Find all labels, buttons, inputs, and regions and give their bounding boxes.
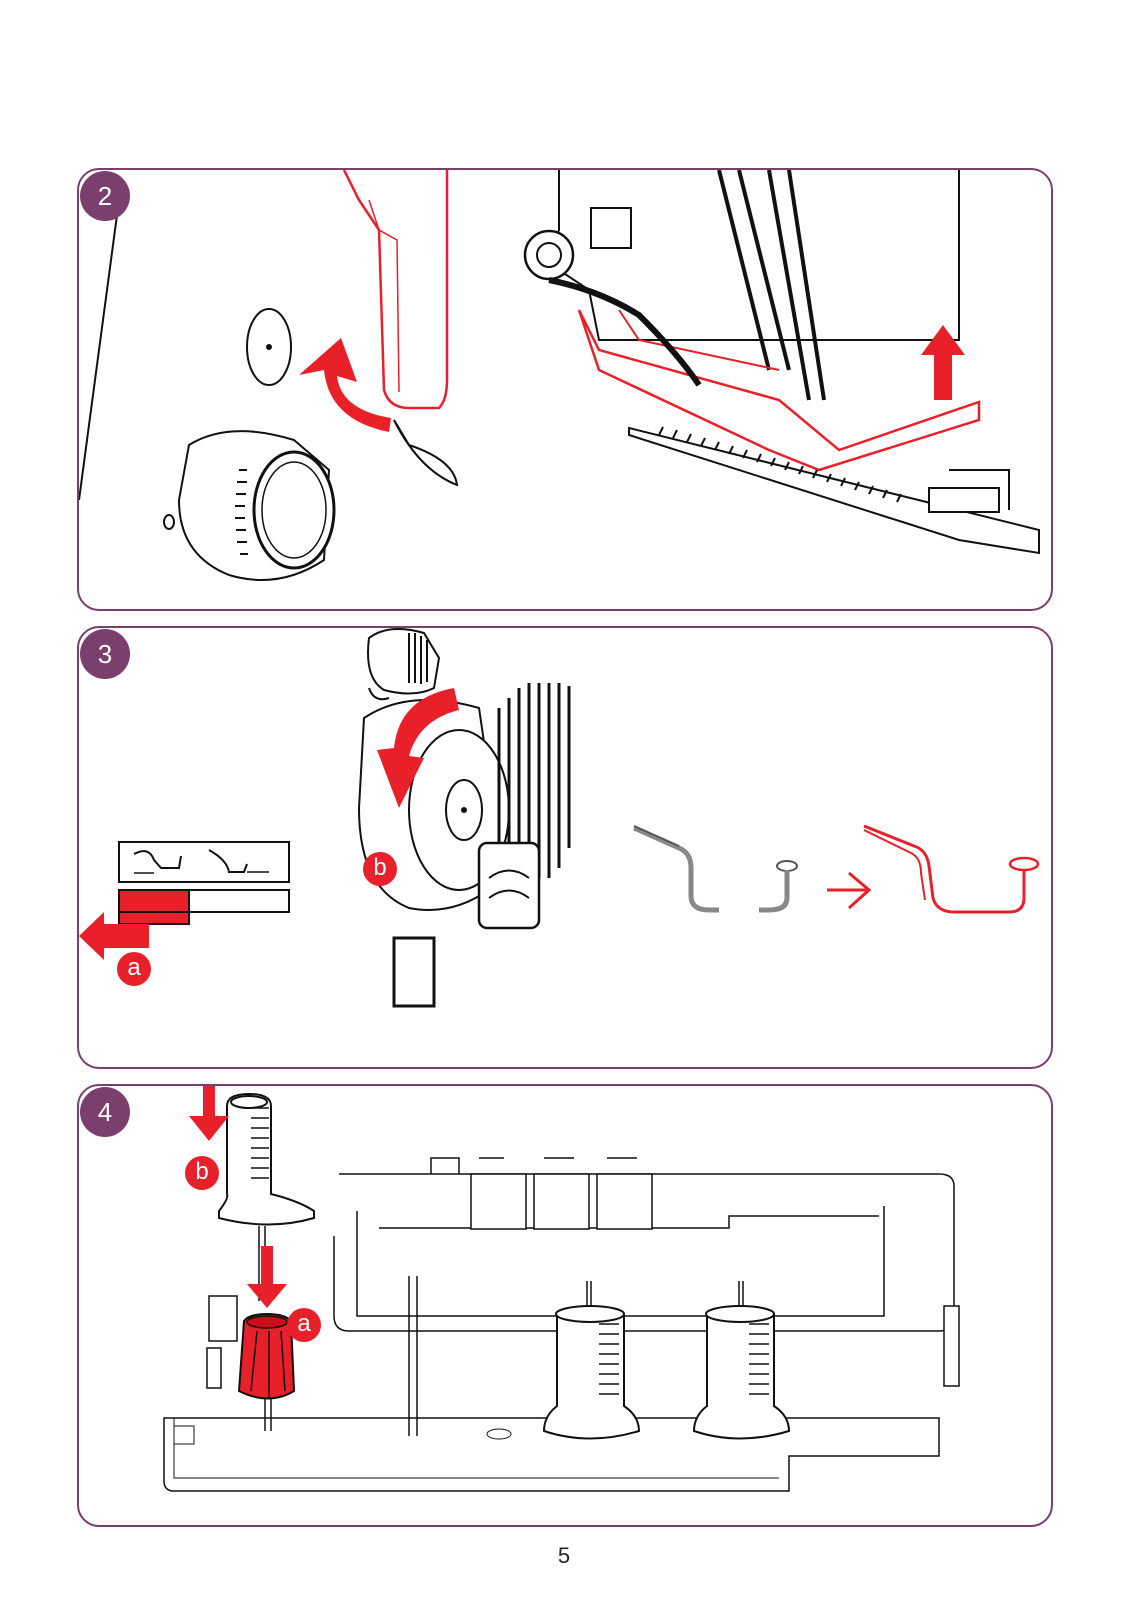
handwheel (357, 628, 571, 1008)
step-2-illustration (79, 170, 1040, 581)
callout-b: b (185, 1156, 219, 1190)
up-arrow-icon (921, 325, 965, 400)
thread-cone-right-1 (542, 1305, 641, 1440)
thread-cone-right-2 (692, 1305, 791, 1440)
step-2-badge: 2 (80, 171, 130, 221)
step-3-badge: 3 (80, 629, 130, 679)
step-3-panel: 3 (77, 626, 1053, 1069)
step-4-panel: 4 (77, 1084, 1053, 1527)
rotate-arrow-icon (377, 688, 459, 808)
step-4-illustration (163, 1086, 960, 1492)
callout-a: a (287, 1308, 321, 1342)
handwheel (163, 430, 336, 581)
presser-foot-assembly (523, 170, 1040, 555)
converter-switch (118, 889, 190, 913)
presser-lever (342, 170, 449, 410)
step-4-badge: 4 (80, 1087, 130, 1137)
step-2-panel: 2 (77, 168, 1053, 611)
page-number: 5 (557, 1543, 571, 1568)
converted-hook (863, 824, 1026, 914)
right-arrow-icon (827, 871, 872, 910)
callout-b: b (363, 852, 397, 886)
down-arrow-icon (189, 1086, 229, 1141)
down-arrow-icon (247, 1246, 287, 1308)
callout-a: a (117, 952, 151, 986)
step-3-illustration (79, 628, 1040, 1008)
rotate-arrow-icon (299, 338, 391, 432)
hook-symbol-box (118, 841, 290, 883)
